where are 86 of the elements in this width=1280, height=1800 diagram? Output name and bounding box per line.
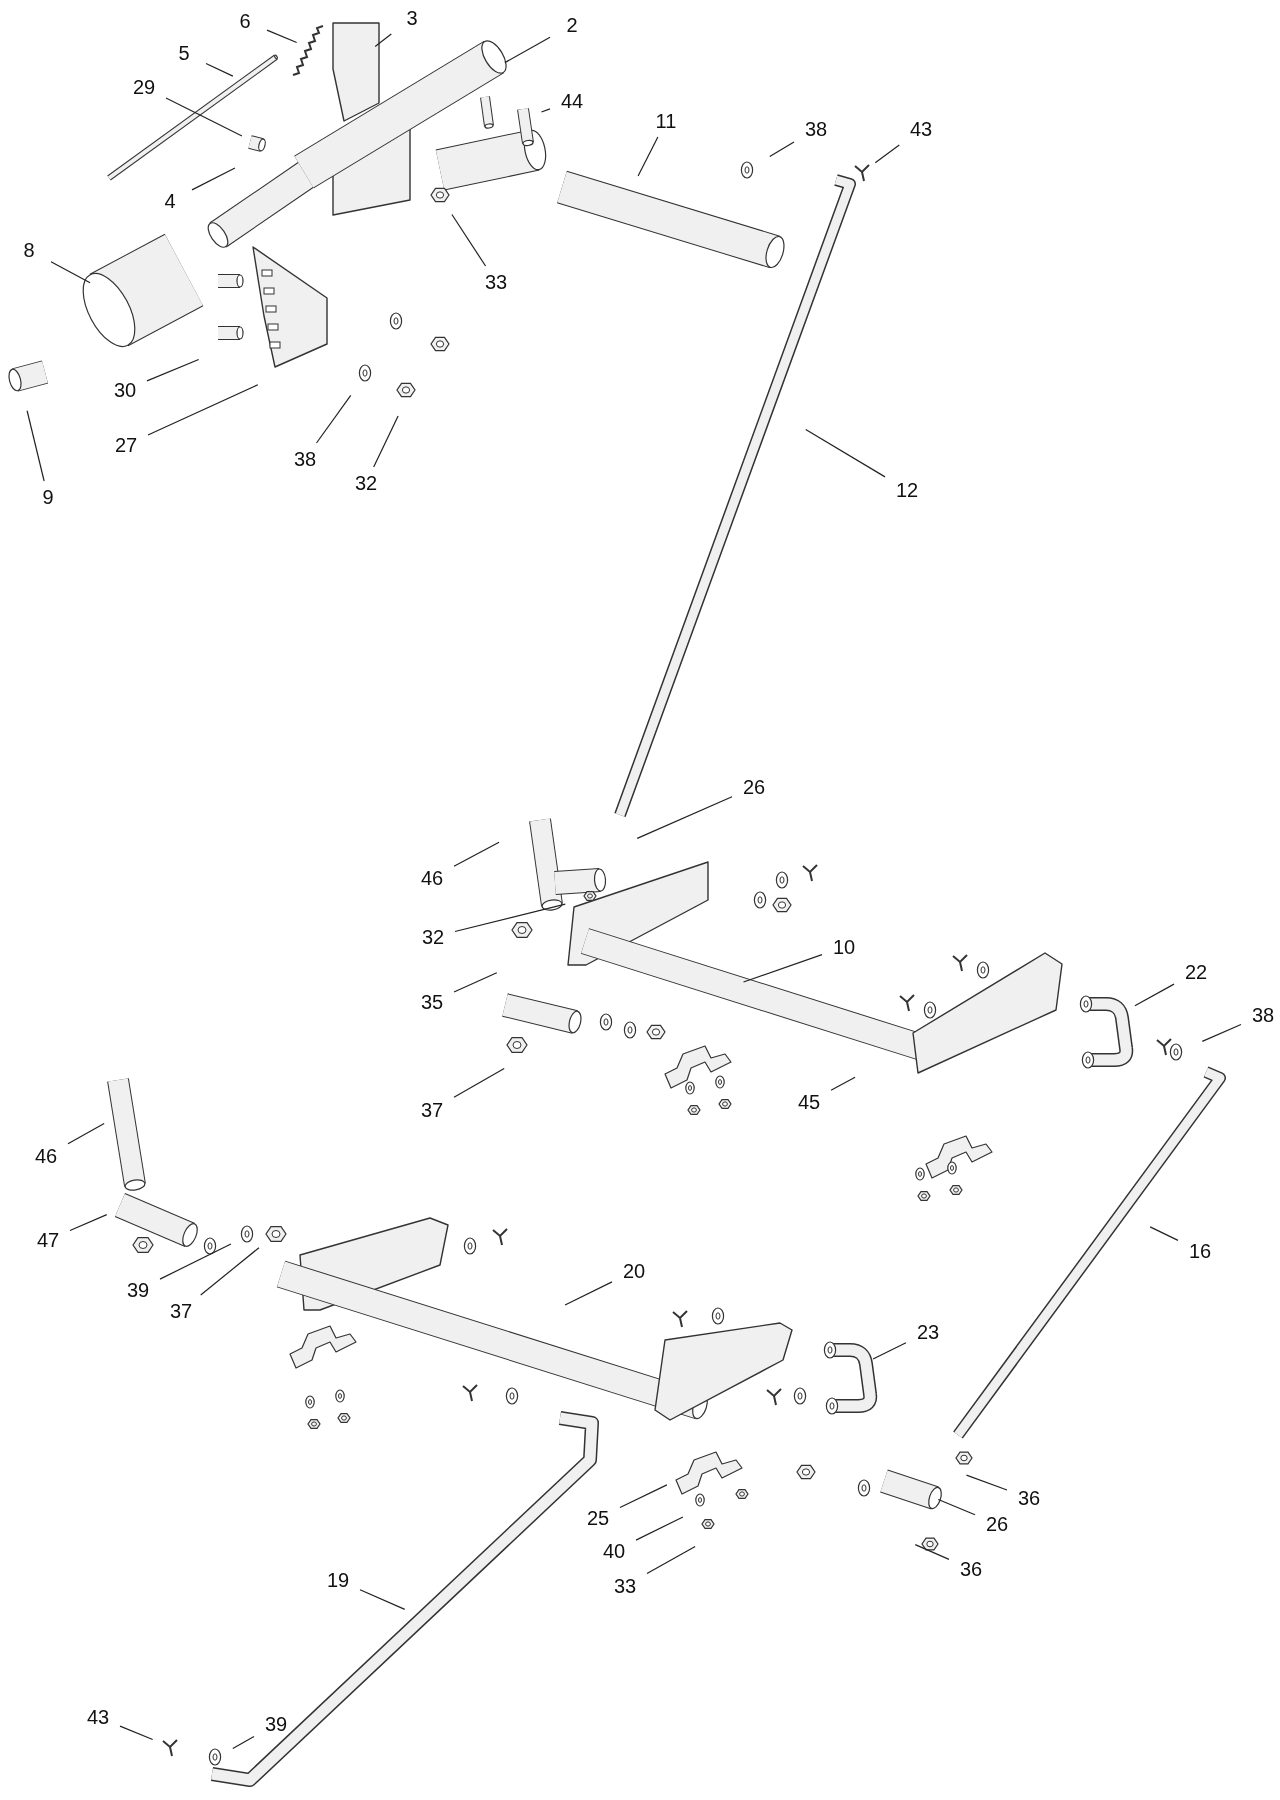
leader-line	[453, 972, 498, 993]
leader-line	[69, 1214, 108, 1232]
leader-line	[159, 1243, 232, 1280]
leader-line	[636, 796, 733, 839]
leader-line	[453, 841, 500, 867]
callout-number: 37	[414, 1098, 450, 1122]
callout-number: 20	[616, 1259, 652, 1283]
callout-number: 36	[1011, 1486, 1047, 1510]
callout-number: 30	[107, 378, 143, 402]
leader-line	[205, 62, 234, 77]
callout-number: 26	[979, 1512, 1015, 1536]
leader-line	[453, 1067, 505, 1098]
callout-number: 33	[607, 1574, 643, 1598]
callout-number: 23	[910, 1320, 946, 1344]
callout-number: 3	[394, 6, 430, 30]
leader-line	[50, 261, 91, 284]
callout-number: 29	[126, 75, 162, 99]
callout-number: 46	[28, 1144, 64, 1168]
callout-number: 36	[953, 1557, 989, 1581]
callout-number: 43	[903, 117, 939, 141]
callout-number: 39	[120, 1278, 156, 1302]
callout-number: 11	[648, 109, 684, 133]
callout-number: 33	[478, 270, 514, 294]
leader-line	[540, 108, 551, 113]
leader-line	[965, 1474, 1008, 1491]
callout-number: 9	[30, 485, 66, 509]
leader-line	[635, 1516, 684, 1541]
leader-line	[454, 903, 566, 933]
callout-number: 19	[320, 1568, 356, 1592]
callout-number: 27	[108, 433, 144, 457]
leader-line	[769, 141, 795, 157]
callout-number: 2	[554, 13, 590, 37]
callout-number: 44	[554, 89, 590, 113]
callout-number: 43	[80, 1705, 116, 1729]
callout-number: 39	[258, 1712, 294, 1736]
leader-line	[119, 1725, 154, 1741]
leader-line	[1134, 983, 1175, 1007]
callout-number: 38	[1245, 1003, 1280, 1027]
callout-number: 4	[152, 189, 188, 213]
leader-line	[564, 1281, 613, 1306]
leader-line	[26, 410, 45, 482]
callout-number: 26	[736, 775, 772, 799]
callout-number: 38	[798, 117, 834, 141]
leader-line	[200, 1247, 260, 1296]
leader-line	[504, 36, 551, 64]
callout-number: 47	[30, 1228, 66, 1252]
leader-line	[937, 1498, 976, 1516]
leader-line	[146, 358, 200, 382]
leader-line	[67, 1122, 105, 1145]
callout-number: 5	[166, 41, 202, 65]
callout-number: 45	[791, 1090, 827, 1114]
leader-line	[1201, 1023, 1242, 1042]
leader-line	[742, 954, 823, 983]
leader-line	[872, 1342, 907, 1360]
leader-line	[147, 384, 259, 436]
leader-line	[646, 1545, 696, 1575]
callout-number: 38	[287, 447, 323, 471]
callout-number: 8	[11, 238, 47, 262]
leader-line	[805, 429, 886, 478]
leader-line	[914, 1544, 950, 1560]
leader-line	[637, 136, 659, 177]
leader-line	[232, 1735, 255, 1750]
leader-line	[191, 167, 236, 191]
callout-number: 6	[227, 9, 263, 33]
callout-number: 10	[826, 935, 862, 959]
leader-line	[830, 1076, 856, 1091]
leader-line	[165, 97, 243, 137]
callout-number: 32	[415, 925, 451, 949]
callout-number: 22	[1178, 960, 1214, 984]
leader-line	[315, 394, 352, 444]
leader-line	[1149, 1226, 1179, 1241]
callout-number: 37	[163, 1299, 199, 1323]
callout-number: 40	[596, 1539, 632, 1563]
leader-line	[619, 1484, 668, 1509]
leader-line	[266, 29, 298, 44]
callout-number: 12	[889, 478, 925, 502]
callout-number: 16	[1182, 1239, 1218, 1263]
leader-line	[359, 1589, 406, 1610]
leader-line	[874, 144, 900, 164]
callout-number: 46	[414, 866, 450, 890]
callout-number: 35	[414, 990, 450, 1014]
leader-line	[374, 33, 392, 48]
callout-number: 32	[348, 471, 384, 495]
leader-line	[451, 213, 487, 267]
leader-line	[373, 415, 399, 468]
callout-number: 25	[580, 1506, 616, 1530]
